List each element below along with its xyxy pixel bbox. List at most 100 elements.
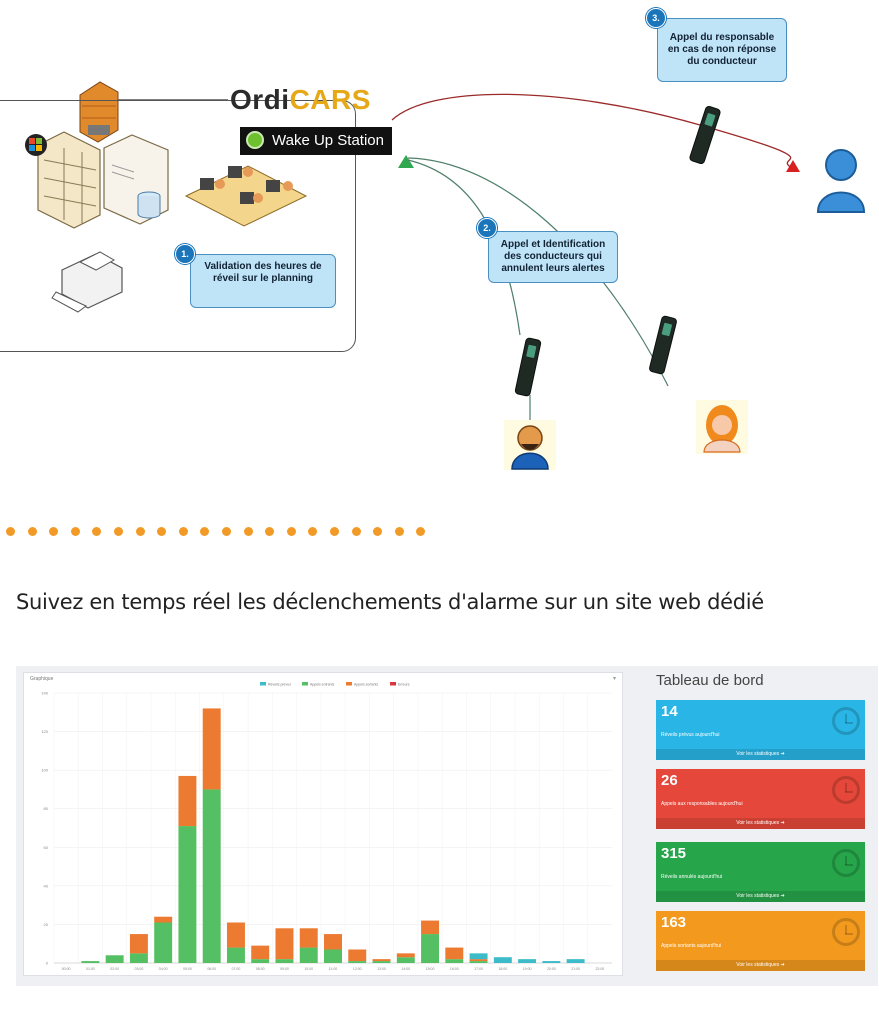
bar-segment — [81, 961, 100, 963]
y-tick-label: 140 — [41, 691, 48, 696]
firewall-icon — [79, 81, 119, 143]
stat-label: Appels aux responsables aujourd'hui — [661, 801, 743, 807]
bar-segment — [493, 957, 512, 963]
bar-segment — [542, 961, 561, 963]
bar-segment — [202, 789, 221, 963]
step3-text: Appel du responsable en cas de non répon… — [667, 32, 777, 67]
database-icon — [137, 191, 161, 219]
x-tick-label: 06:00 — [207, 967, 216, 971]
stat-card-cancelled: 315 Réveils annulés aujourd'hui Voir les… — [656, 842, 865, 902]
step1-text: Validation des heures de réveil sur le p… — [204, 261, 322, 284]
separator-dot — [373, 527, 383, 536]
x-tick-label: 10:00 — [304, 967, 313, 971]
bar-segment — [324, 949, 342, 963]
step3-callout: Appel du responsable en cas de non répon… — [657, 18, 787, 82]
separator-dot — [416, 527, 426, 536]
stat-label: Appels sortants aujourd'hui — [661, 943, 722, 949]
bar-segment — [469, 961, 488, 963]
bar-segment — [129, 953, 148, 963]
bar-segment — [202, 708, 221, 790]
wakeup-station-text: Wake Up Station — [272, 132, 384, 149]
arrow-circle-icon: ➔ — [780, 751, 785, 757]
stats-link-text: Voir les statistiques — [736, 893, 780, 899]
bar-segment — [421, 934, 440, 963]
stat-value: 163 — [661, 914, 687, 931]
x-tick-label: 14:00 — [401, 967, 410, 971]
bar-segment — [299, 947, 318, 963]
legend-label: Erreurs — [398, 682, 410, 686]
bar-segment — [421, 920, 440, 935]
arrow-circle-icon: ➔ — [780, 893, 785, 899]
x-tick-label: 13:00 — [377, 967, 386, 971]
separator-dot — [286, 527, 296, 536]
separator-dot — [243, 527, 253, 536]
stat-label: Réveils prévus aujourd'hui — [661, 732, 720, 738]
x-tick-label: 15:00 — [426, 967, 435, 971]
legend-swatch — [390, 682, 396, 686]
alarm-clock-icon — [246, 131, 264, 149]
server-rack-icon — [37, 131, 101, 229]
bar-segment — [299, 928, 318, 948]
bar-segment — [226, 947, 245, 963]
bar-segment — [251, 959, 270, 963]
stats-link[interactable]: Voir les statistiques ➔ — [656, 818, 865, 829]
stats-link[interactable]: Voir les statistiques ➔ — [656, 749, 865, 760]
stats-link[interactable]: Voir les statistiques ➔ — [656, 891, 865, 902]
y-tick-label: 80 — [44, 806, 49, 811]
bar-segment — [154, 916, 173, 923]
x-tick-label: 19:00 — [523, 967, 532, 971]
bar-segment — [275, 959, 294, 963]
bar-segment — [129, 934, 148, 954]
bar-segment — [154, 922, 173, 963]
x-tick-label: 01:00 — [86, 967, 95, 971]
bar-segment — [518, 959, 537, 963]
separator-dot — [329, 527, 339, 536]
legend-swatch — [302, 682, 308, 686]
stat-label: Réveils annulés aujourd'hui — [661, 874, 722, 880]
clock-icon — [832, 918, 860, 946]
stat-card-planned: 14 Réveils prévus aujourd'hui Voir les s… — [656, 700, 865, 760]
legend-label: Appels entrants — [310, 682, 335, 686]
arrow-circle-icon: ➔ — [780, 962, 785, 968]
panel-collapse-icon[interactable]: ▾ — [612, 676, 616, 682]
separator-dot — [70, 527, 80, 536]
x-tick-label: 12:00 — [353, 967, 362, 971]
x-tick-label: 08:00 — [256, 967, 265, 971]
separator-dot — [394, 527, 404, 536]
step2-text: Appel et Identification des conducteurs … — [500, 239, 606, 274]
x-tick-label: 17:00 — [474, 967, 483, 971]
bar-segment — [275, 928, 294, 960]
y-tick-label: 20 — [44, 922, 49, 927]
driver-man-icon — [504, 420, 556, 470]
x-tick-label: 21:00 — [571, 967, 580, 971]
bar-segment — [226, 922, 245, 948]
arrow-circle-icon: ➔ — [780, 820, 785, 826]
stat-card-responsible-calls: 26 Appels aux responsables aujourd'hui V… — [656, 769, 865, 829]
section-heading: Suivez en temps réel les déclenchements … — [16, 590, 764, 614]
stat-card-outgoing: 163 Appels sortants aujourd'hui Voir les… — [656, 911, 865, 971]
bar-segment — [469, 959, 488, 962]
ordicars-logo: OrdiCARS — [230, 84, 371, 116]
company-network-boundary — [0, 100, 356, 352]
separator-dot — [200, 527, 210, 536]
x-tick-label: 04:00 — [159, 967, 168, 971]
step3-badge: 3. — [646, 8, 666, 28]
x-tick-label: 05:00 — [183, 967, 192, 971]
chart-panel-title: Graphique — [30, 676, 54, 682]
separator-dot — [157, 527, 167, 536]
x-tick-label: 16:00 — [450, 967, 459, 971]
x-tick-label: 03:00 — [135, 967, 144, 971]
separator-dot — [265, 527, 275, 536]
bar-segment — [348, 949, 367, 962]
x-tick-label: 02:00 — [110, 967, 119, 971]
bar-segment — [324, 934, 342, 950]
bar-segment — [469, 953, 488, 960]
step1-badge: 1. — [175, 244, 195, 264]
x-tick-label: 07:00 — [232, 967, 241, 971]
stats-link[interactable]: Voir les statistiques ➔ — [656, 960, 865, 971]
bar-segment — [396, 957, 415, 963]
bar-segment — [251, 945, 270, 960]
stat-value: 315 — [661, 845, 687, 862]
separator-dot — [27, 527, 37, 536]
